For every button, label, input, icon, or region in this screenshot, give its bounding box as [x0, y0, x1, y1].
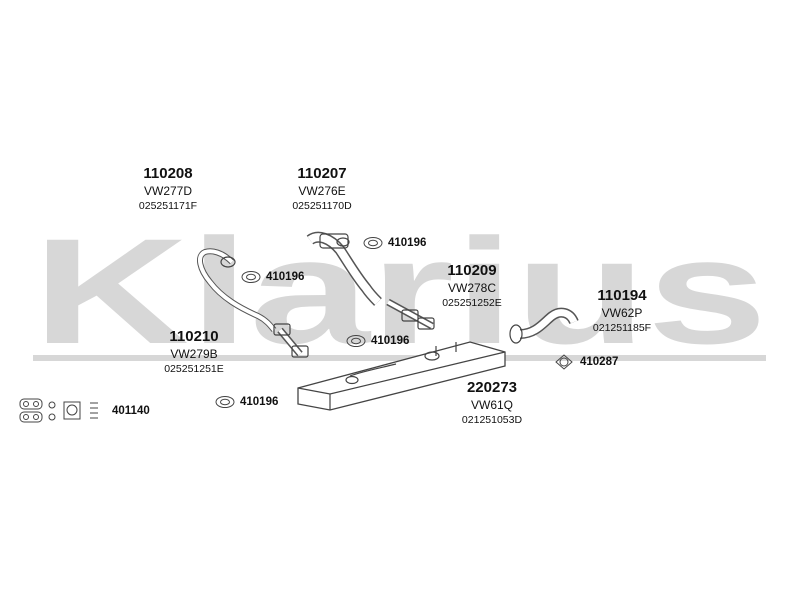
part-oem-number: 025251251E	[164, 363, 224, 375]
watermark-text: Klarius	[33, 207, 768, 375]
part-oem-number: 021251053D	[461, 414, 523, 426]
part-oem-number: 021251185F	[592, 322, 652, 334]
part-label-110208: 110208 VW277D 025251171F	[118, 165, 218, 214]
part-number: 220273	[466, 379, 518, 396]
callout-gasket-3: 410196	[345, 334, 409, 348]
callout-label: 410196	[371, 335, 410, 347]
callout-label: 410196	[266, 271, 305, 283]
part-label-220273: 220273 VW61Q 021251053D	[440, 379, 544, 428]
callout-flange-gasket: 410287	[552, 353, 618, 371]
part-code: VW61Q	[470, 398, 513, 412]
callout-label: 410196	[240, 396, 279, 408]
callout-mounting-kit: 401140	[18, 397, 150, 425]
part-number: 110210	[169, 328, 219, 345]
part-code: VW279B	[170, 347, 218, 361]
gasket-icon	[241, 271, 261, 283]
callout-label: 401140	[112, 405, 150, 417]
gasket-icon	[363, 237, 383, 249]
part-number: 110208	[143, 165, 193, 182]
gasket-icon	[215, 396, 235, 408]
callout-gasket-1: 410196	[362, 236, 426, 250]
part-oem-number: 025251170D	[292, 200, 352, 212]
part-oem-number: 025251252E	[442, 297, 502, 309]
connector-pipe-110210-drawing	[273, 323, 309, 358]
mounting-kit-icon	[19, 398, 98, 423]
part-number: 110209	[447, 262, 497, 279]
front-pipe-110208-drawing	[197, 248, 277, 332]
part-oem-number: 025251171F	[138, 200, 198, 212]
part-label-110194: 110194 VW62P 021251185F	[572, 287, 672, 336]
part-code: VW62P	[601, 306, 643, 320]
watermark-underline	[33, 355, 766, 361]
part-label-110210: 110210 VW279B 025251251E	[142, 328, 246, 377]
callout-label: 410287	[580, 356, 619, 368]
part-number: 110194	[597, 287, 647, 304]
part-number: 110207	[297, 165, 347, 182]
part-code: VW278C	[447, 281, 497, 295]
callout-label: 410196	[388, 237, 427, 249]
part-label-110209: 110209 VW278C 025251252E	[420, 262, 524, 311]
gasket-icon	[346, 335, 366, 347]
part-label-110207: 110207 VW276E 025251170D	[270, 165, 374, 214]
connector-pipe-110209-drawing	[386, 298, 435, 330]
tailpipe-110194-drawing	[509, 307, 579, 344]
part-code: VW276E	[298, 184, 346, 198]
flange-gasket-icon	[555, 354, 573, 370]
front-pipe-110207-drawing	[306, 231, 382, 306]
callout-gasket-2: 410196	[240, 270, 304, 284]
part-code: VW277D	[143, 184, 193, 198]
callout-gasket-4: 410196	[214, 395, 278, 409]
silencer-220273-drawing	[297, 341, 506, 411]
